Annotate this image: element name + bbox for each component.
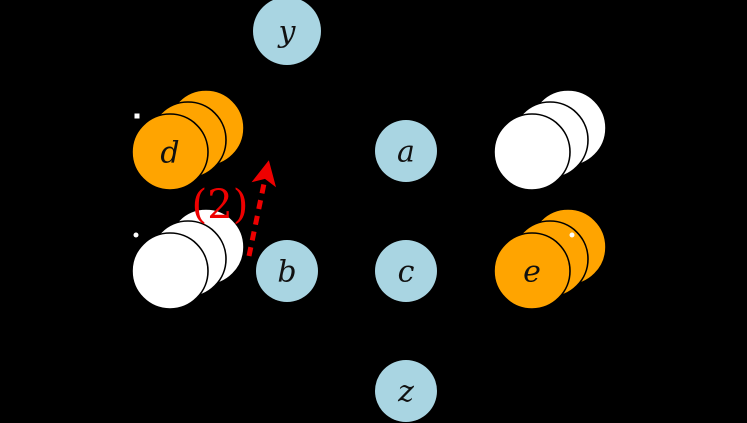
- position-marker: [134, 113, 140, 119]
- node-label: z: [397, 375, 414, 410]
- node-label: y: [277, 15, 297, 50]
- node-a[interactable]: a: [375, 120, 437, 182]
- node-b[interactable]: b: [256, 240, 318, 302]
- token-disc: [131, 232, 209, 310]
- node-label: d: [160, 136, 179, 171]
- node-circle: [253, 0, 321, 65]
- node-label: e: [523, 255, 541, 290]
- position-marker: [569, 232, 575, 238]
- position-marker: [567, 114, 573, 120]
- node-w1[interactable]: [493, 89, 607, 191]
- node-w2[interactable]: [131, 208, 245, 310]
- token-disc: [131, 113, 209, 191]
- node-label: c: [398, 255, 415, 290]
- node-e[interactable]: e: [493, 208, 607, 310]
- markers-group: [133, 113, 575, 238]
- node-circle: [375, 120, 437, 182]
- node-c[interactable]: c: [375, 240, 437, 302]
- node-label: a: [397, 135, 415, 170]
- node-d[interactable]: d: [131, 89, 245, 191]
- token-disc: [493, 113, 571, 191]
- node-circle: [256, 240, 318, 302]
- nodes-group: y d a b c e z: [131, 0, 607, 422]
- node-label: b: [277, 255, 296, 290]
- token-disc: [493, 232, 571, 310]
- annotation-label: (2): [192, 182, 249, 228]
- node-circle: [375, 240, 437, 302]
- annotation-group: (2): [192, 160, 277, 257]
- node-y[interactable]: y: [253, 0, 321, 65]
- position-marker: [133, 232, 139, 238]
- node-z[interactable]: z: [375, 360, 437, 422]
- node-circle: [375, 360, 437, 422]
- annotation-arrow: [246, 160, 277, 257]
